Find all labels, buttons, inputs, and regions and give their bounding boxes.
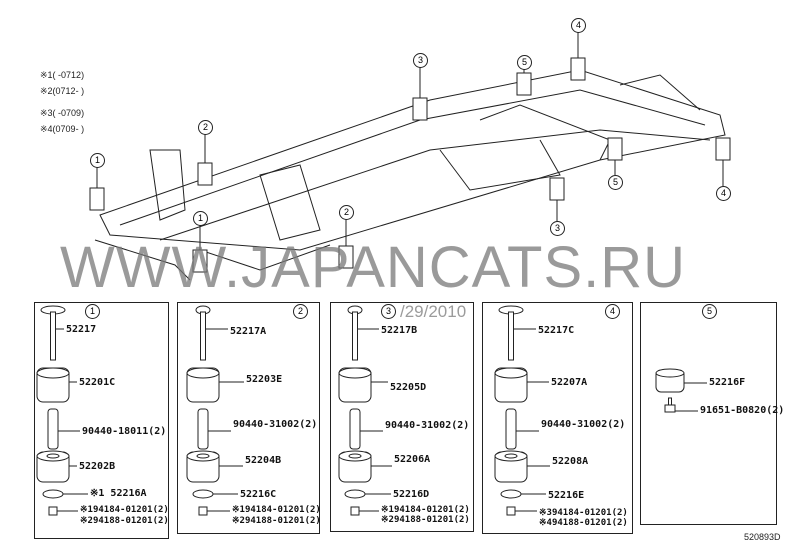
date-stamp: /29/2010 (400, 302, 467, 321)
part-number-label: 52205D (390, 382, 427, 393)
frame-callout-4: 4 (716, 186, 731, 201)
frame-body-mount (197, 162, 213, 186)
frame-body-mount (607, 137, 623, 161)
part-number-label: ※194184-01201(2) (80, 505, 169, 515)
panel-3 (330, 302, 474, 532)
panel-5 (640, 302, 777, 525)
frame-callout-2: 2 (339, 205, 354, 220)
panel-number: 2 (293, 304, 308, 319)
collar-sleeve (505, 408, 517, 450)
lower-cushion-hole (196, 453, 210, 459)
part-number-label: 52216D (393, 489, 430, 500)
note-4: ※4(0709- ) (40, 124, 85, 134)
frame-member (619, 74, 701, 111)
part-number-label: 52203E (246, 374, 283, 385)
upper-cushion-top (36, 367, 70, 379)
lower-cushion-hole (504, 453, 518, 459)
frame-callout-1: 1 (90, 153, 105, 168)
collar-sleeve (349, 408, 361, 450)
part-number-label: 52217B (381, 325, 418, 336)
part-number-label: ※194184-01201(2) (381, 505, 470, 515)
part-number-label: ※294188-01201(2) (80, 516, 169, 526)
lower-cushion-hole (348, 453, 362, 459)
frame-body-mount (412, 97, 428, 121)
part-number-label: 52216E (548, 490, 585, 501)
part-number-label: ※1 52216A (90, 488, 147, 499)
bolt-shank (352, 311, 358, 361)
part-number-label: ※494188-01201(2) (539, 518, 628, 528)
part-number-label: 90440-31002(2) (385, 420, 470, 431)
part-number-label: 90440-31002(2) (233, 419, 318, 430)
note-1: ※1( -0712) (40, 70, 85, 80)
part-number-label: 52216F (709, 377, 746, 388)
frame-member (149, 149, 186, 221)
bolt-shank (508, 311, 514, 361)
panel-number: 3 (381, 304, 396, 319)
collar-sleeve (47, 408, 59, 450)
part-number-label: ※294188-01201(2) (232, 516, 321, 526)
part-number-label: ※394184-01201(2) (539, 508, 628, 518)
bolt-shank (50, 311, 56, 361)
cushion-top (655, 368, 685, 378)
frame-member (479, 104, 611, 161)
frame-member (159, 129, 711, 241)
frame-member (94, 239, 191, 281)
panel-2 (177, 302, 320, 534)
diagram-code: 520893D (744, 532, 781, 542)
upper-cushion-top (338, 367, 372, 379)
frame-member (199, 244, 331, 271)
part-number-label: 52217C (538, 325, 575, 336)
panel-number: 1 (85, 304, 100, 319)
note-2: ※2(0712- ) (40, 86, 85, 96)
note-3: ※3( -0709) (40, 108, 85, 118)
frame-callout-2: 2 (198, 120, 213, 135)
part-number-label: 90440-18011(2) (82, 426, 167, 437)
bolt-head (664, 404, 676, 413)
upper-cushion-top (494, 367, 528, 379)
frame-callout-4: 4 (571, 18, 586, 33)
frame-body-mount (516, 72, 532, 96)
frame-callout-1: 1 (193, 211, 208, 226)
part-number-label: 52207A (551, 377, 588, 388)
frame-body-mount (549, 177, 565, 201)
collar-sleeve (197, 408, 209, 450)
frame-member (259, 164, 321, 241)
frame-body-mount (89, 187, 105, 211)
frame-callout-3: 3 (413, 53, 428, 68)
part-number-label: 52201C (79, 377, 116, 388)
part-number-label: 52202B (79, 461, 116, 472)
frame-member (439, 139, 561, 191)
part-number-label: 52217 (66, 324, 97, 335)
part-number-label: 52217A (230, 326, 267, 337)
frame-callout-5: 5 (517, 55, 532, 70)
watermark: WWW.JAPANCATS.RU (60, 235, 687, 300)
frame-callout-5: 5 (608, 175, 623, 190)
panel-4 (482, 302, 633, 534)
part-number-label: 52204B (245, 455, 282, 466)
part-number-label: ※294188-01201(2) (381, 515, 470, 525)
frame-body-mount (715, 137, 731, 161)
bolt-shank (200, 311, 206, 361)
frame-member (99, 69, 726, 251)
part-number-label: 52208A (552, 456, 589, 467)
panel-1 (34, 302, 169, 539)
part-number-label: 52206A (394, 454, 431, 465)
lower-cushion-hole (46, 453, 60, 459)
panel-number: 5 (702, 304, 717, 319)
panel-number: 4 (605, 304, 620, 319)
part-number-label: ※194184-01201(2) (232, 505, 321, 515)
upper-cushion-top (186, 367, 220, 379)
part-number-label: 52216C (240, 489, 277, 500)
frame-callout-3: 3 (550, 221, 565, 236)
part-number-label: 90440-31002(2) (541, 419, 626, 430)
frame-body-mount (570, 57, 586, 81)
part-number-label: 91651-B0820(2) (700, 405, 785, 416)
